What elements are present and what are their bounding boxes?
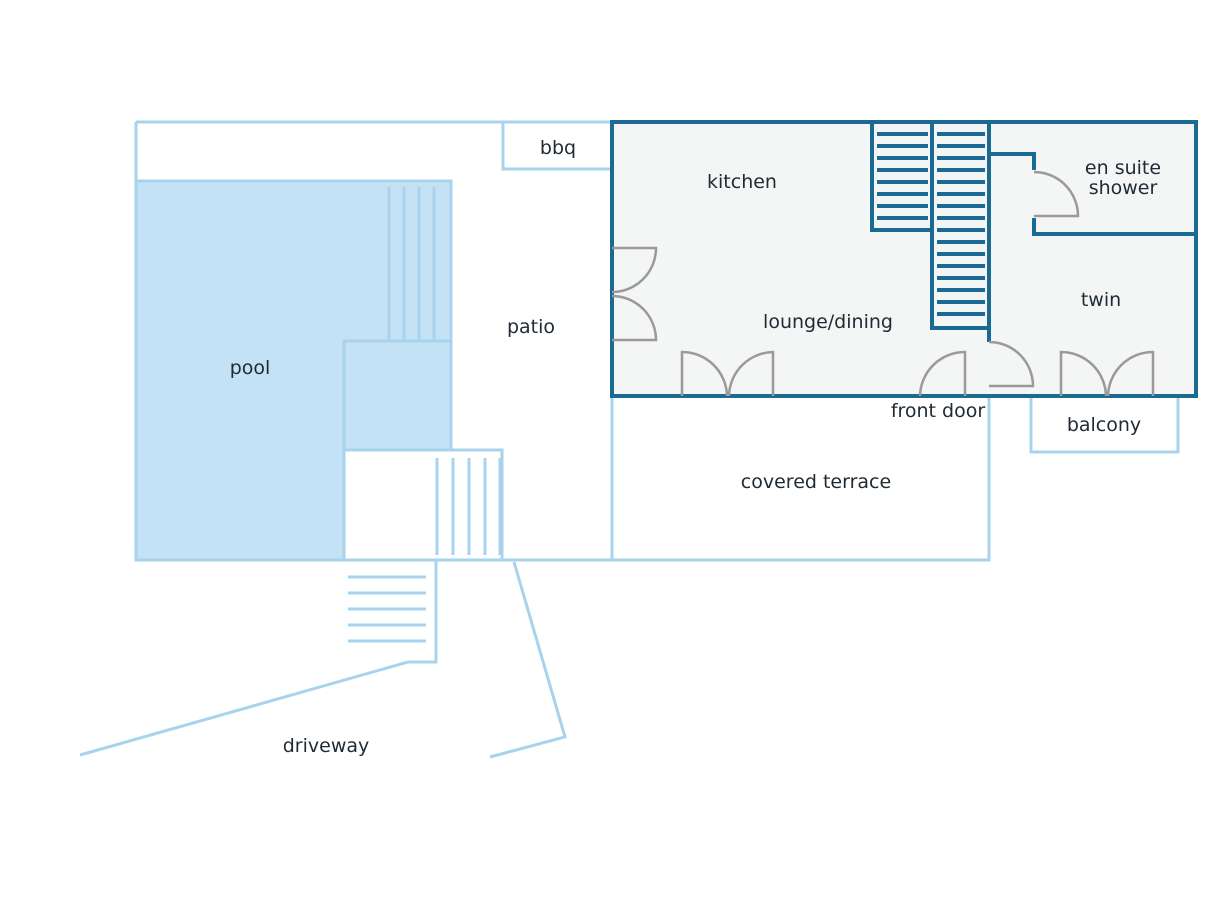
label-kitchen: kitchen [707,171,777,193]
stair-wall [870,122,991,330]
outdoor-area [79,120,1180,759]
house-outer-wall [610,120,1198,398]
balcony-door [1059,350,1155,397]
house [610,120,1198,398]
label-shower: shower [1089,177,1158,199]
terrace-door-1 [680,350,775,397]
balcony-outline [1029,396,1180,454]
driveway-stairs-outline [408,560,438,664]
pool-steps-area [342,339,453,452]
en-suite-wall [989,152,1196,236]
label-twin: twin [1081,289,1121,311]
house-interior [612,122,1196,396]
en-suite-door [1033,170,1080,218]
label-pool: pool [230,357,271,379]
label-patio: patio [507,316,555,338]
driveway-stairs [348,575,426,643]
doors [611,170,1155,397]
lower-patio-outline [344,448,504,560]
label-bbq: bbq [540,137,576,159]
label-lounge-dining: lounge/dining [763,311,893,333]
patio-steps [435,458,502,555]
label-balcony: balcony [1067,414,1141,436]
room-labels: bbq kitchen en suite shower patio pool l… [230,137,1161,757]
staircase [877,132,985,316]
label-front-door: front door [891,400,986,422]
label-en-suite: en suite [1085,157,1161,179]
driveway-edge-right [489,561,567,759]
pool-ladder [387,187,436,341]
twin-door [988,340,1035,388]
patio-door [611,246,658,342]
label-driveway: driveway [283,735,370,757]
label-covered-terrace: covered terrace [741,471,891,493]
front-door [918,350,967,397]
covered-terrace-outline [612,396,991,562]
driveway-edge-left [79,660,409,757]
